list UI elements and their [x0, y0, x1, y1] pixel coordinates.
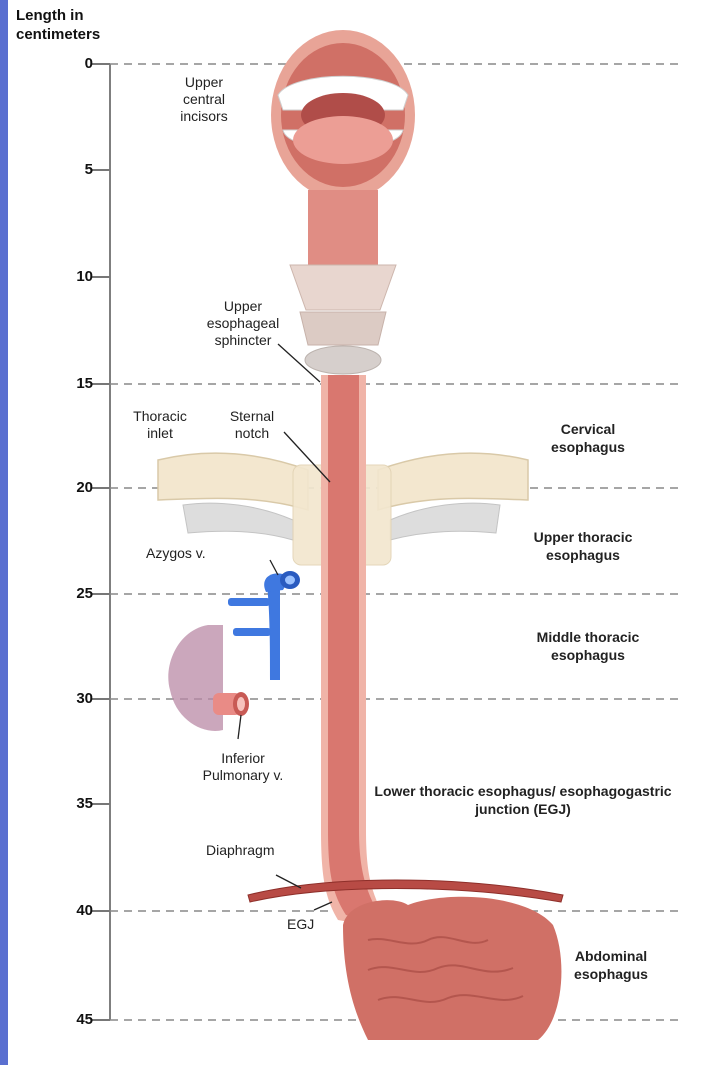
tick-label: 0 [28, 55, 93, 72]
azygos-vein-illustration [228, 571, 300, 680]
axis-gridlines [92, 64, 110, 1020]
lung-illustration [168, 625, 223, 731]
label-thoracic-inlet: Thoracic inlet [126, 408, 194, 442]
label-egj: EGJ [287, 916, 314, 933]
tick-label: 5 [28, 161, 93, 178]
segment-cervical: Cervical esophagus [528, 420, 648, 456]
segment-upper-thoracic: Upper thoracic esophagus [508, 528, 658, 564]
pulmonary-vein-illustration [213, 692, 249, 716]
label-upper-incisors: Upper central incisors [168, 74, 240, 125]
segment-middle-thoracic: Middle thoracic esophagus [503, 628, 673, 664]
tick-label: 35 [28, 795, 93, 812]
tick-label: 15 [28, 375, 93, 392]
axis-title: Length in centimeters [16, 6, 156, 44]
tick-label: 40 [28, 902, 93, 919]
tick-label: 45 [28, 1011, 93, 1028]
label-diaphragm: Diaphragm [206, 842, 274, 859]
tick-label: 25 [28, 585, 93, 602]
label-inferior-pulmonary-vein: Inferior Pulmonary v. [193, 750, 293, 784]
tick-label: 30 [28, 690, 93, 707]
mouth-illustration [271, 30, 415, 270]
label-azygos-vein: Azygos v. [146, 545, 206, 562]
larynx-cartilage-illustration [290, 265, 396, 374]
label-sternal-notch: Sternal notch [218, 408, 286, 442]
segment-abdominal: Abdominal esophagus [556, 947, 666, 983]
esophagus-illustration [321, 375, 393, 930]
esophagus-diagram: Length in centimeters 0 5 10 15 20 25 30… [8, 0, 711, 1065]
diaphragm-illustration [248, 880, 563, 902]
tick-label: 10 [28, 268, 93, 285]
segment-lower-thoracic-egj: Lower thoracic esophagus/ esophagogastri… [373, 782, 673, 818]
label-upper-esophageal-sphincter: Upper esophageal sphincter [198, 298, 288, 349]
tick-label: 20 [28, 479, 93, 496]
